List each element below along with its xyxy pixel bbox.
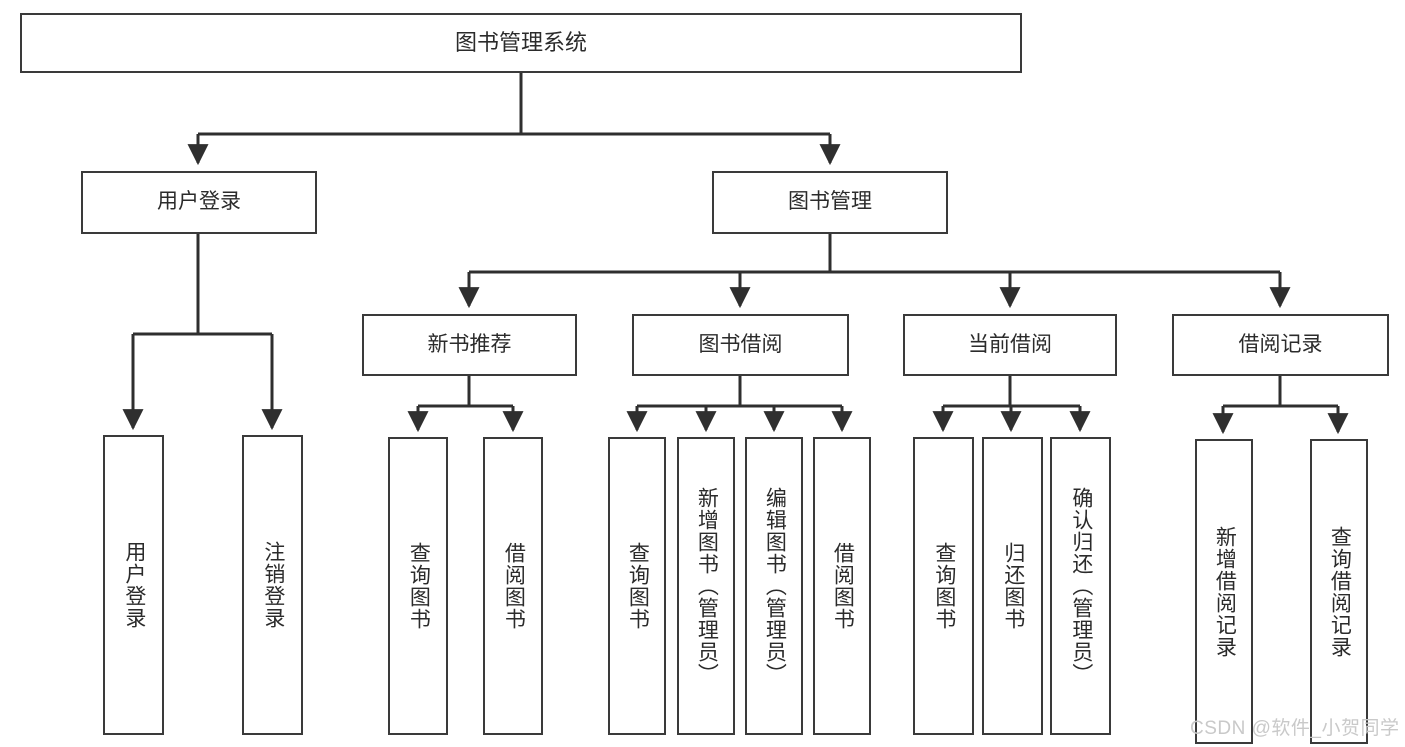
leaf-bookborrow-edit-book-admin-label: 编辑图书（管理员） <box>763 487 787 685</box>
node-root-label: 图书管理系统 <box>454 30 587 56</box>
leaf-logout-login[interactable]: 注销登录 <box>242 435 303 735</box>
leaf-bookborrow-add-book-admin-label: 新增图书（管理员） <box>695 487 719 685</box>
node-user-login[interactable]: 用户登录 <box>81 171 317 234</box>
node-book-management[interactable]: 图书管理 <box>712 171 948 234</box>
leaf-bookborrow-query-book[interactable]: 查询图书 <box>608 437 666 735</box>
csdn-watermark: CSDN @软件_小贺同学 <box>1190 718 1400 739</box>
leaf-logout-login-label: 注销登录 <box>261 541 285 629</box>
leaf-currentborrow-query-book-label: 查询图书 <box>932 542 956 630</box>
leaf-borrowrecord-add-record-label: 新增借阅记录 <box>1213 525 1237 658</box>
node-current-borrow-label: 当前借阅 <box>968 332 1052 356</box>
node-user-login-label: 用户登录 <box>157 190 241 214</box>
node-borrow-record[interactable]: 借阅记录 <box>1172 314 1389 376</box>
node-borrow-record-label: 借阅记录 <box>1238 332 1323 356</box>
leaf-newbook-query-book-label: 查询图书 <box>407 542 431 630</box>
node-book-borrow-label: 图书借阅 <box>698 332 783 356</box>
leaf-newbook-borrow-book-label: 借阅图书 <box>502 542 526 630</box>
leaf-newbook-borrow-book[interactable]: 借阅图书 <box>483 437 543 735</box>
leaf-borrowrecord-query-record[interactable]: 查询借阅记录 <box>1310 439 1368 744</box>
leaf-currentborrow-return-book-label: 归还图书 <box>1001 542 1025 630</box>
node-book-management-label: 图书管理 <box>788 190 872 214</box>
leaf-bookborrow-query-book-label: 查询图书 <box>626 542 650 630</box>
node-root-book-management-system[interactable]: 图书管理系统 <box>20 13 1022 73</box>
leaf-borrowrecord-add-record[interactable]: 新增借阅记录 <box>1195 439 1253 744</box>
leaf-bookborrow-borrow-book-label: 借阅图书 <box>831 542 855 630</box>
leaf-currentborrow-query-book[interactable]: 查询图书 <box>913 437 974 735</box>
node-new-book-recommend[interactable]: 新书推荐 <box>362 314 577 376</box>
leaf-currentborrow-confirm-return-admin[interactable]: 确认归还（管理员） <box>1050 437 1111 735</box>
leaf-currentborrow-confirm-return-admin-label: 确认归还（管理员） <box>1069 487 1093 685</box>
node-current-borrow[interactable]: 当前借阅 <box>903 314 1117 376</box>
node-book-borrow[interactable]: 图书借阅 <box>632 314 849 376</box>
node-new-book-recommend-label: 新书推荐 <box>427 332 512 356</box>
leaf-bookborrow-edit-book-admin[interactable]: 编辑图书（管理员） <box>745 437 803 735</box>
leaf-newbook-query-book[interactable]: 查询图书 <box>388 437 448 735</box>
leaf-bookborrow-add-book-admin[interactable]: 新增图书（管理员） <box>677 437 735 735</box>
leaf-bookborrow-borrow-book[interactable]: 借阅图书 <box>813 437 871 735</box>
leaf-borrowrecord-query-record-label: 查询借阅记录 <box>1328 525 1352 658</box>
leaf-user-login-label: 用户登录 <box>122 541 146 629</box>
leaf-currentborrow-return-book[interactable]: 归还图书 <box>982 437 1043 735</box>
leaf-user-login[interactable]: 用户登录 <box>103 435 164 735</box>
